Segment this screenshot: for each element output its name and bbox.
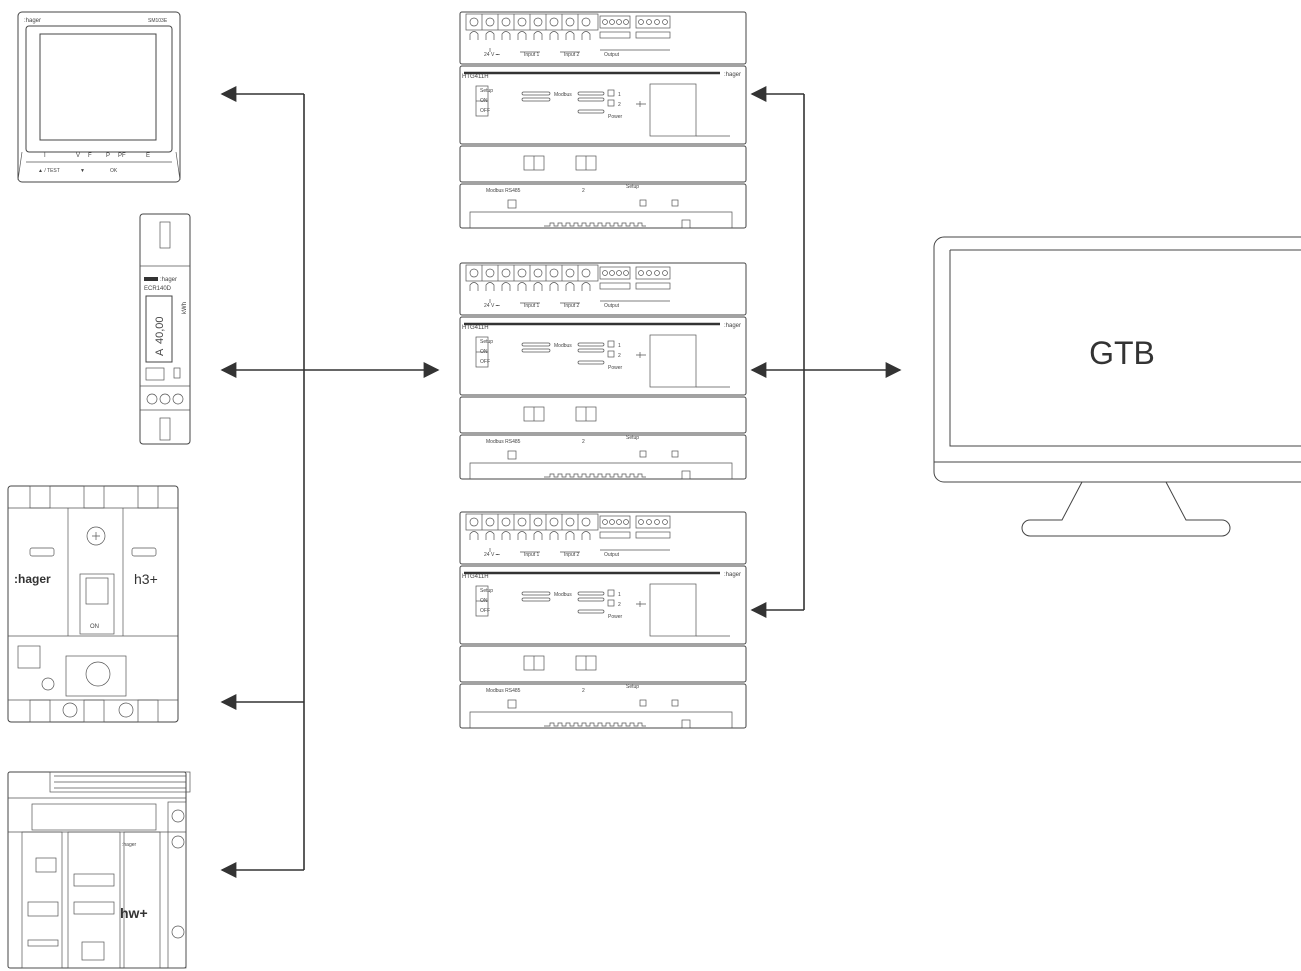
gateway-voltage: 24 V ⎓ <box>484 52 500 58</box>
energy-meter-device: :hager ECR140D 40,00 A kWh <box>139 213 191 445</box>
mccb-breaker-device: :hager h3+ ON <box>7 485 179 723</box>
gateway-input-2: Input 2 <box>564 552 580 558</box>
meter-model: SM103E <box>148 18 168 24</box>
right-bus-connections <box>750 86 902 618</box>
meter-key-v[interactable]: V <box>76 153 80 159</box>
gateway-power-label: Power <box>608 614 623 620</box>
meter-button-down[interactable]: ▼ <box>80 168 85 174</box>
gateway-port-2: 2 <box>618 602 621 608</box>
gateway-on-label: ON <box>480 598 488 604</box>
gateway-bottom-setup: Setup <box>626 184 639 190</box>
gateway-port-2: 2 <box>618 102 621 108</box>
gateway-1: HTG411H :hager 24 V ⎓ Input 1 Input 2 Ou… <box>458 10 748 230</box>
gateway-input-2: Input 2 <box>564 303 580 309</box>
gateway-input-2: Input 2 <box>564 52 580 58</box>
meter-key-e[interactable]: E <box>146 153 150 159</box>
gateway-input-1: Input 1 <box>524 552 540 558</box>
meter-key-i[interactable]: I <box>44 153 46 159</box>
mccb-handle-label: ON <box>90 624 99 630</box>
energy-meter-unit: kWh <box>182 302 188 314</box>
gateway-model: HTG411H <box>462 325 489 331</box>
gateway-bottom-usb: 2 <box>582 188 585 194</box>
gateway-off-label: OFF <box>480 359 490 365</box>
gateway-port-1: 1 <box>618 92 621 98</box>
gateway-modbus-label: Modbus <box>554 92 572 98</box>
gateway-port-2: 2 <box>618 353 621 359</box>
meter-button-ok[interactable]: OK <box>110 168 118 174</box>
gateway-2: HTG411H :hager 24 V ⎓ Input 1 Input 2 Ou… <box>458 261 748 481</box>
gateway-bottom-usb: 2 <box>582 688 585 694</box>
gtb-monitor: GTB <box>933 236 1301 537</box>
meter-key-pf[interactable]: PF <box>118 153 126 159</box>
mccb-series-logo: h3+ <box>134 571 158 587</box>
acb-brand: :hager <box>122 842 137 848</box>
gateway-bottom-usb: 2 <box>582 439 585 445</box>
gateway-power-label: Power <box>608 114 623 120</box>
energy-meter-brand: :hager <box>160 277 177 283</box>
gateway-setup-label: Setup <box>480 588 493 594</box>
gateway-modbus-label: Modbus <box>554 343 572 349</box>
gateway-model: HTG411H <box>462 574 489 580</box>
gateway-input-1: Input 1 <box>524 303 540 309</box>
gateway-output: Output <box>604 303 620 309</box>
meter-key-p[interactable]: P <box>106 153 110 159</box>
gateway-brand: :hager <box>724 72 741 78</box>
gateway-port-1: 1 <box>618 592 621 598</box>
gateway-on-label: ON <box>480 98 488 104</box>
gateway-off-label: OFF <box>480 108 490 114</box>
energy-meter-reading: 40,00 <box>154 316 166 344</box>
gateway-3: HTG411H :hager 24 V ⎓ Input 1 Input 2 Ou… <box>458 510 748 730</box>
gateway-port-1: 1 <box>618 343 621 349</box>
meter-button-test[interactable]: ▲ / TEST <box>38 168 60 174</box>
gateway-setup-label: Setup <box>480 88 493 94</box>
gateway-on-label: ON <box>480 349 488 355</box>
gateway-bottom-setup: Setup <box>626 684 639 690</box>
gateway-voltage: 24 V ⎓ <box>484 552 500 558</box>
gateway-bottom-modbus: Modbus RS485 <box>486 188 521 194</box>
gateway-bottom-setup: Setup <box>626 435 639 441</box>
meter-brand: :hager <box>24 18 41 24</box>
acb-series-logo: hw+ <box>120 905 148 921</box>
left-bus-connections <box>220 86 440 878</box>
gateway-power-label: Power <box>608 365 623 371</box>
gateway-voltage: 24 V ⎓ <box>484 303 500 309</box>
energy-meter-phase: A <box>154 348 166 356</box>
meter-key-f[interactable]: F <box>88 153 92 159</box>
gateway-input-1: Input 1 <box>524 52 540 58</box>
gateway-modbus-label: Modbus <box>554 592 572 598</box>
gtb-label: GTB <box>1089 335 1155 371</box>
gateway-output: Output <box>604 52 620 58</box>
gateway-setup-label: Setup <box>480 339 493 345</box>
gateway-brand: :hager <box>724 323 741 329</box>
gateway-brand: :hager <box>724 572 741 578</box>
acb-breaker-device: :hager hw+ <box>7 771 191 969</box>
gateway-model: HTG411H <box>462 74 489 80</box>
gateway-off-label: OFF <box>480 608 490 614</box>
energy-meter-model: ECR140D <box>144 286 172 292</box>
mccb-brand: :hager <box>14 572 51 586</box>
gateway-bottom-modbus: Modbus RS485 <box>486 688 521 694</box>
gateway-bottom-modbus: Modbus RS485 <box>486 439 521 445</box>
power-meter-device: :hager SM103E I V F P PF E ▲ / TEST ▼ OK <box>17 11 181 183</box>
gateway-output: Output <box>604 552 620 558</box>
